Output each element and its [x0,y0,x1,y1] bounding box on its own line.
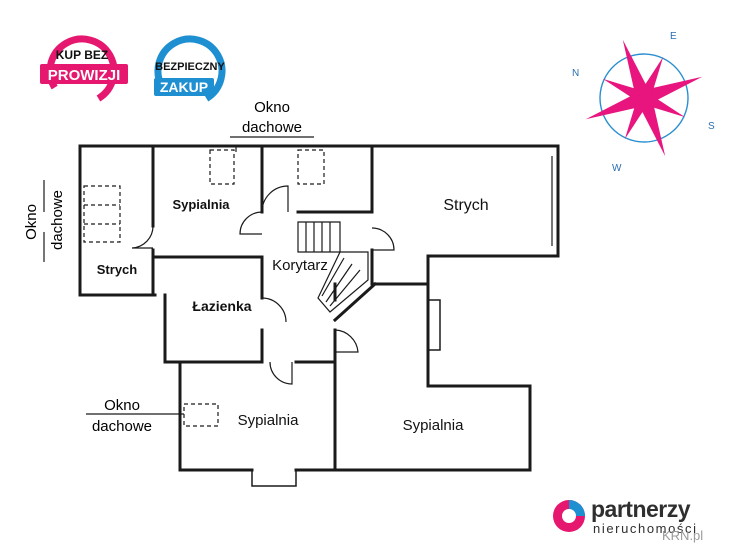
brand-logo: partnerzy nieruchomości [551,496,721,536]
room-sypialnia-1: Sypialnia [172,197,230,212]
window-label-top-line2: dachowe [242,119,302,136]
badge-right-line2: ZAKUP [160,79,208,95]
badge-right-line1: BEZPIECZNY [155,61,225,73]
badge-left-line2: PROWIZJI [48,67,121,84]
room-strych-right: Strych [443,197,488,214]
room-strych-left: Strych [97,262,138,277]
room-sypialnia-3: Sypialnia [403,417,465,434]
window-label-bottom-line2: dachowe [92,418,152,435]
badge-bezpieczny-zakup: BEZPIECZNY ZAKUP [146,34,234,108]
badge-kup-bez-prowizji: KUP BEZ PROWIZJI [38,34,130,108]
room-sypialnia-2: Sypialnia [238,412,300,429]
watermark: KRN.pl [662,528,704,543]
room-korytarz: Korytarz [272,257,328,274]
window-label-top-line1: Okno [254,99,290,116]
brand-name: partnerzy [591,496,691,522]
window-label-left-line2: dachowe [49,190,66,250]
badge-left-line1: KUP BEZ [56,48,108,62]
compass-e: E [670,31,677,42]
room-lazienka: Łazienka [192,298,251,314]
compass-w: W [612,163,622,174]
wall-right-upper [373,144,560,286]
window-label-left-line1: Okno [23,204,40,240]
brand-mark-icon [553,500,585,532]
compass-s: S [708,121,715,132]
wall-left [78,144,157,297]
compass-n: N [572,68,579,79]
compass-rose: N E S W [562,26,732,176]
brand-sub: nieruchomości [593,521,698,536]
window-label-bottom-line1: Okno [104,397,140,414]
